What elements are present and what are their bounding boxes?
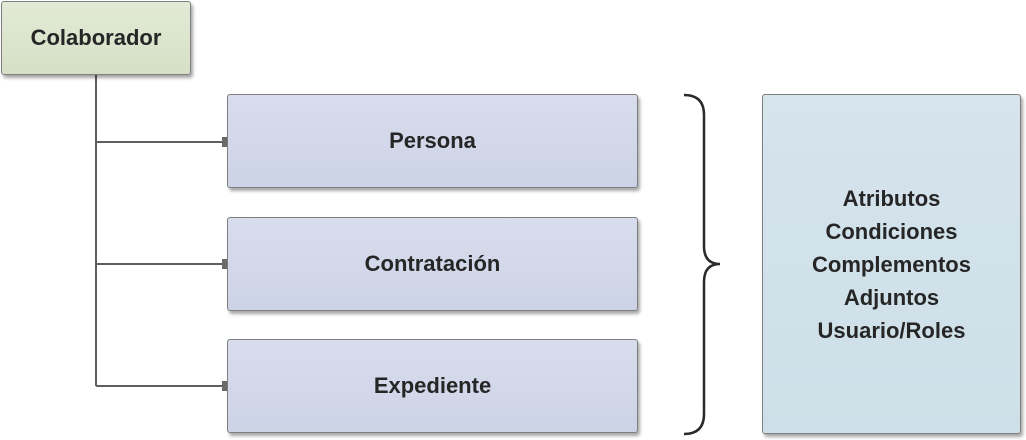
child-node-contratacion: Contratación — [227, 217, 638, 311]
attributes-list: Atributos Condiciones Complementos Adjun… — [812, 182, 971, 347]
child-node-label: Contratación — [364, 251, 501, 276]
child-node-label: Persona — [389, 128, 476, 153]
child-node-persona: Persona — [227, 94, 638, 188]
curly-brace — [683, 93, 721, 436]
attributes-box: Atributos Condiciones Complementos Adjun… — [762, 94, 1021, 434]
child-node-label: Expediente — [373, 373, 492, 398]
attribute-item: Condiciones — [825, 218, 958, 244]
root-node-box: Colaborador — [1, 1, 191, 75]
attribute-item: Complementos — [812, 251, 971, 277]
child-node-expediente: Expediente — [227, 339, 638, 433]
attribute-item: Atributos — [842, 185, 941, 211]
attribute-item: Usuario/Roles — [817, 317, 966, 343]
root-node-label: Colaborador — [30, 25, 162, 50]
attribute-item: Adjuntos — [843, 284, 940, 310]
